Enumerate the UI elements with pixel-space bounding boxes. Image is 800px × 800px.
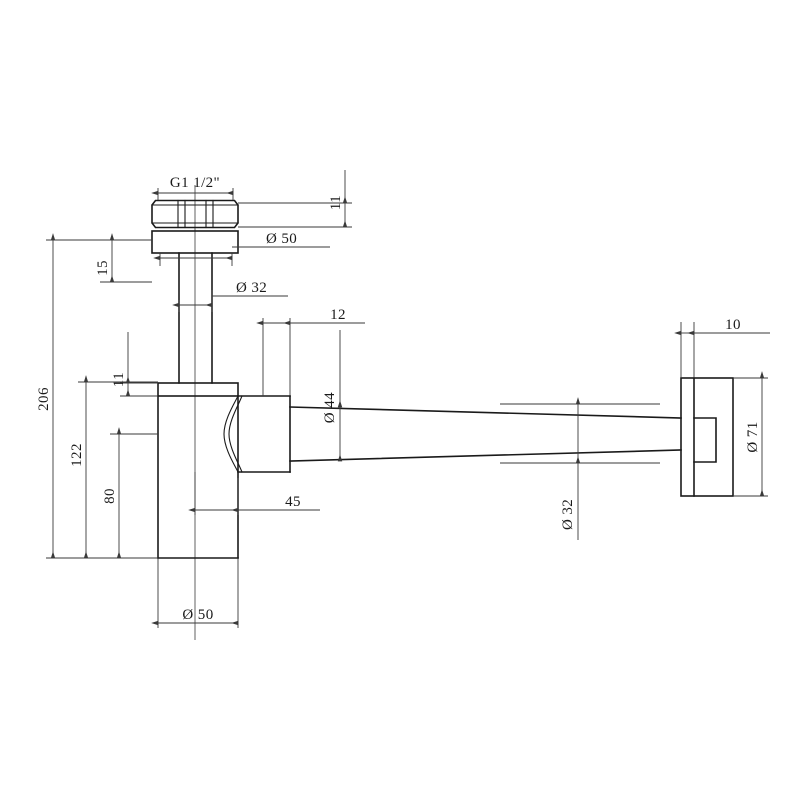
dimension-wall-flange-thickness: 10 xyxy=(674,317,770,378)
outlet-pipe-dia-wall-label: Ø 32 xyxy=(560,499,576,530)
dimension-outlet-pipe-dia-body: Ø 44 xyxy=(322,330,343,462)
wall-flange-dia-label: Ø 71 xyxy=(745,421,761,452)
outlet-pipe-bottom-taper xyxy=(289,449,682,462)
wall-flange-thickness-label: 10 xyxy=(725,317,741,333)
nut-height-label: 11 xyxy=(328,195,344,210)
dimension-inlet-tube-dia: Ø 32 xyxy=(172,280,288,312)
dimension-outlet-step: 12 xyxy=(256,307,365,396)
wall-flange-socket-recess xyxy=(693,417,717,463)
body-inner-baffle-inner-curve xyxy=(228,395,243,473)
body-collar xyxy=(157,382,239,397)
thread-spec-label: G1 1/2" xyxy=(170,175,220,191)
dimension-body-collar-height: 11 xyxy=(111,332,158,397)
dimension-wall-flange-dia: Ø 71 xyxy=(733,371,768,497)
dimension-thread-spec: G1 1/2" xyxy=(151,175,234,200)
inlet-flange-gap-label: 15 xyxy=(95,260,111,276)
outlet-offset-label: 45 xyxy=(285,494,301,510)
bottle-body xyxy=(157,395,243,559)
outlet-pipe-top-taper xyxy=(289,406,682,419)
inlet-flange-dia-label: Ø 50 xyxy=(266,231,297,247)
dimension-outlet-offset: 45 xyxy=(188,472,320,515)
body-inner-baffle-outer-curve xyxy=(223,395,239,473)
dimension-inlet-flange-dia: Ø 50 xyxy=(153,231,330,266)
dimension-body-dia: Ø 50 xyxy=(151,558,239,628)
body-collar-height-label: 11 xyxy=(111,372,127,387)
overall-height-label: 206 xyxy=(36,387,52,411)
inlet-tube-dia-label: Ø 32 xyxy=(236,280,267,296)
inlet-flange xyxy=(151,230,239,254)
outlet-pipe xyxy=(237,395,682,473)
body-collar-plate xyxy=(157,382,239,397)
inlet-tube xyxy=(178,252,213,384)
dimension-nut-height: 11 xyxy=(238,170,352,228)
outlet-center-height-label: 80 xyxy=(102,488,118,504)
wall-flange-plate xyxy=(680,377,734,497)
dimension-outlet-center-height: 80 xyxy=(102,427,158,559)
body-dia-label: Ø 50 xyxy=(182,607,213,623)
outlet-pipe-dia-body-label: Ø 44 xyxy=(322,392,338,423)
outlet-step-label: 12 xyxy=(330,307,346,323)
wall-flange xyxy=(680,377,734,497)
dimension-outlet-pipe-dia-wall: Ø 32 xyxy=(500,397,660,540)
body-height-label: 122 xyxy=(69,443,85,467)
inlet-nut-assembly xyxy=(151,199,239,229)
